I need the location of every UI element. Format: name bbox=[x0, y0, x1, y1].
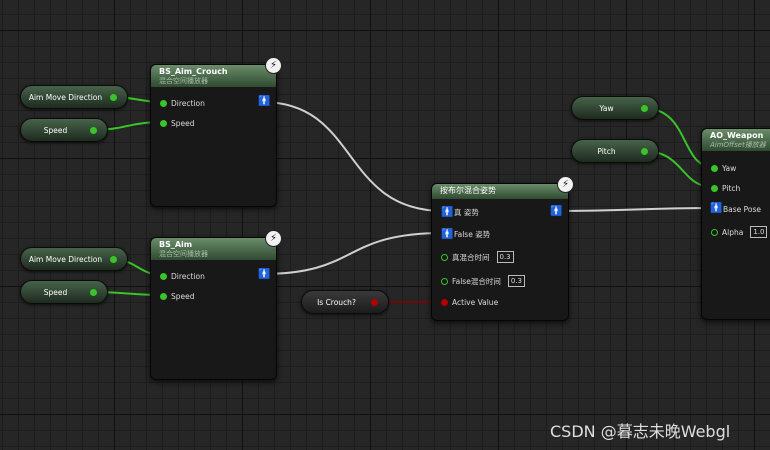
float-output-pin[interactable] bbox=[110, 255, 117, 263]
float-output-pin[interactable] bbox=[90, 288, 97, 296]
node-subtitle: AimOffset播放器 bbox=[710, 141, 766, 149]
node-header[interactable]: BS_Aim_Crouch 混合空间播放器 bbox=[151, 65, 276, 87]
pin-active-value[interactable]: Active Value bbox=[441, 298, 498, 307]
pose-pin-icon: 🚹 bbox=[441, 206, 454, 218]
pin-direction[interactable]: Direction bbox=[160, 99, 205, 108]
float-output-pin[interactable] bbox=[641, 147, 648, 155]
node-subtitle: 混合空间播放器 bbox=[159, 250, 208, 258]
pin-speed[interactable]: Speed bbox=[160, 292, 195, 301]
float-input-pin[interactable] bbox=[160, 120, 167, 127]
var-aim-move-direction-1[interactable]: Aim Move Direction bbox=[20, 85, 128, 109]
float-input-pin[interactable] bbox=[711, 185, 718, 192]
pin-alpha[interactable]: Alpha 1.0 bbox=[711, 226, 768, 238]
float-input-pin[interactable] bbox=[711, 165, 718, 172]
float-output-pin[interactable] bbox=[641, 104, 648, 112]
pin-direction[interactable]: Direction bbox=[160, 272, 205, 281]
bool-input-pin[interactable] bbox=[441, 299, 448, 306]
pin-true-pose[interactable]: 🚹 真 姿势 bbox=[441, 207, 479, 218]
lightning-bolt-icon: ⚡ bbox=[265, 230, 282, 247]
pin-label: False 姿势 bbox=[454, 230, 491, 239]
pin-label: Alpha bbox=[722, 227, 744, 237]
pin-label: Speed bbox=[171, 292, 195, 301]
var-label: Aim Move Direction bbox=[28, 254, 103, 264]
pose-pin-icon: 🚹 bbox=[710, 203, 723, 214]
var-speed-1[interactable]: Speed bbox=[20, 118, 108, 142]
node-bs-aim-crouch[interactable]: BS_Aim_Crouch 混合空间播放器 ⚡ Direction Speed … bbox=[150, 57, 282, 207]
pin-false-pose[interactable]: 🚹 False 姿势 bbox=[441, 229, 490, 240]
lightning-bolt-icon: ⚡ bbox=[557, 176, 574, 193]
var-label: Speed bbox=[43, 125, 68, 135]
pin-base-pose[interactable]: 🚹 Base Pose bbox=[710, 204, 761, 214]
pin-speed[interactable]: Speed bbox=[160, 119, 195, 128]
float-input-pin[interactable] bbox=[711, 228, 718, 236]
float-output-pin[interactable] bbox=[90, 126, 97, 134]
pin-label: 真 姿势 bbox=[454, 208, 479, 217]
float-input-pin[interactable] bbox=[160, 273, 167, 280]
pin-label: False混合时间 bbox=[452, 276, 501, 286]
bool-output-pin[interactable] bbox=[371, 298, 378, 306]
var-label: Pitch bbox=[597, 146, 616, 156]
lightning-bolt-icon: ⚡ bbox=[265, 57, 282, 74]
true-blend-time-field[interactable]: 0.3 bbox=[496, 251, 514, 263]
watermark: CSDN @暮志未晚Webgl bbox=[550, 422, 731, 441]
node-title: BS_Aim_Crouch bbox=[159, 67, 228, 76]
pin-false-blend-time[interactable]: False混合时间 0.3 bbox=[441, 275, 525, 287]
pin-label: Base Pose bbox=[723, 204, 762, 214]
float-output-pin[interactable] bbox=[110, 93, 117, 101]
pose-output-pin[interactable]: 🚹 bbox=[258, 96, 271, 107]
pin-label: Direction bbox=[171, 272, 205, 281]
wire-pose-aim bbox=[261, 232, 445, 275]
pin-label: 真混合时间 bbox=[452, 252, 490, 262]
alpha-field[interactable]: 1.0 bbox=[750, 226, 768, 238]
pose-pin-icon: 🚹 bbox=[441, 228, 454, 240]
var-yaw[interactable]: Yaw bbox=[571, 96, 659, 120]
node-header[interactable]: AO_Weapon AimOffset播放器 bbox=[702, 129, 770, 151]
pin-label: Speed bbox=[171, 119, 195, 128]
node-blend-poses-by-bool[interactable]: 按布尔混合姿势 ⚡ 🚹 真 姿势 🚹 False 姿势 真混合时间 0.3 Fa… bbox=[431, 176, 574, 321]
pin-label: Pitch bbox=[722, 184, 741, 193]
pin-label: Yaw bbox=[722, 164, 737, 173]
pose-output-pin[interactable]: 🚹 bbox=[258, 269, 271, 280]
node-title: 按布尔混合姿势 bbox=[440, 186, 496, 195]
var-label: Is Crouch? bbox=[317, 297, 356, 307]
node-header[interactable]: 按布尔混合姿势 bbox=[432, 184, 568, 199]
var-is-crouch[interactable]: Is Crouch? bbox=[301, 290, 389, 314]
pose-output-pin[interactable]: 🚹 bbox=[550, 206, 563, 217]
var-label: Yaw bbox=[599, 103, 614, 113]
wire-pose-blend-out bbox=[552, 207, 715, 212]
node-title: AO_Weapon bbox=[710, 131, 764, 140]
node-bs-aim[interactable]: BS_Aim 混合空间播放器 ⚡ Direction Speed 🚹 bbox=[150, 230, 282, 380]
wire-pose-crouch bbox=[261, 101, 445, 212]
pin-pitch[interactable]: Pitch bbox=[711, 184, 740, 193]
var-label: Speed bbox=[43, 287, 68, 297]
var-label: Aim Move Direction bbox=[28, 92, 103, 102]
false-blend-time-field[interactable]: 0.3 bbox=[507, 275, 525, 287]
pin-label: Active Value bbox=[452, 298, 499, 307]
node-title: BS_Aim bbox=[159, 240, 193, 249]
node-subtitle: 混合空间播放器 bbox=[159, 77, 208, 85]
pose-pin-icon: 🚹 bbox=[258, 269, 271, 280]
float-input-pin[interactable] bbox=[441, 277, 448, 285]
var-pitch[interactable]: Pitch bbox=[571, 139, 659, 163]
pin-true-blend-time[interactable]: 真混合时间 0.3 bbox=[441, 251, 514, 263]
pin-yaw[interactable]: Yaw bbox=[711, 164, 736, 173]
float-input-pin[interactable] bbox=[160, 293, 167, 300]
pose-pin-icon: 🚹 bbox=[550, 206, 563, 217]
pose-pin-icon: 🚹 bbox=[258, 96, 271, 107]
node-header[interactable]: BS_Aim 混合空间播放器 bbox=[151, 238, 276, 260]
pin-label: Direction bbox=[171, 99, 205, 108]
float-input-pin[interactable] bbox=[441, 253, 448, 261]
float-input-pin[interactable] bbox=[160, 100, 167, 107]
var-aim-move-direction-2[interactable]: Aim Move Direction bbox=[20, 247, 128, 271]
var-speed-2[interactable]: Speed bbox=[20, 280, 108, 304]
node-ao-weapon[interactable]: AO_Weapon AimOffset播放器 Yaw Pitch 🚹 Base … bbox=[701, 128, 770, 320]
